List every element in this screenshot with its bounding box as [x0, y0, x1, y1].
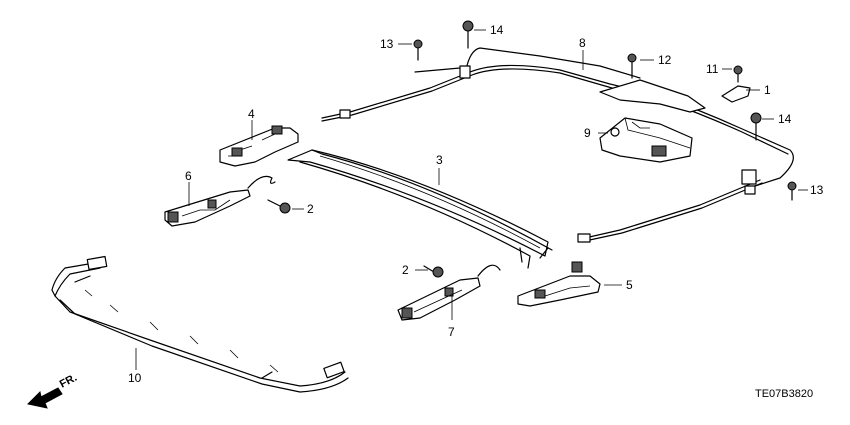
callout-6: 6 — [185, 169, 192, 183]
part-2-bolt-right — [423, 265, 444, 278]
part-14-screw-right — [750, 112, 762, 141]
front-direction-arrow: FR. — [26, 372, 79, 409]
part-11-screw — [733, 65, 743, 83]
front-label: FR. — [58, 372, 79, 391]
callout-11: 11 — [706, 62, 719, 76]
callout-13: 13 — [810, 183, 824, 197]
part-5-bracket — [517, 261, 601, 307]
part-13-screw-right — [787, 181, 797, 201]
part-3-rail — [287, 149, 553, 269]
leader-lines — [135, 29, 808, 370]
part-12-screw — [627, 53, 637, 79]
callout-12: 12 — [658, 53, 672, 67]
callout-14: 14 — [778, 112, 792, 126]
part-2-bolt-left — [267, 199, 291, 214]
callout-14: 14 — [490, 23, 504, 37]
callout-10: 10 — [128, 371, 142, 385]
part-4-bracket — [219, 125, 299, 167]
callout-1: 1 — [764, 83, 771, 97]
callout-13: 13 — [380, 37, 394, 51]
diagram-code: TE07B3820 — [755, 388, 813, 400]
arrow-icon — [26, 387, 63, 409]
callout-3: 3 — [436, 153, 443, 167]
part-6-guide — [164, 175, 276, 227]
callout-2: 2 — [307, 202, 314, 216]
callout-9: 9 — [584, 126, 591, 140]
callout-labels: 1 2 2 3 4 5 6 7 8 9 10 11 12 13 13 14 14 — [128, 23, 824, 385]
callout-8: 8 — [579, 36, 586, 50]
callout-7: 7 — [448, 325, 455, 339]
part-1-clip — [721, 85, 751, 103]
callout-2: 2 — [402, 263, 409, 277]
part-8-cables — [321, 47, 794, 243]
callout-5: 5 — [626, 278, 633, 292]
part-10-frame — [51, 255, 349, 393]
part-14-screw-upper — [462, 20, 474, 49]
callout-4: 4 — [248, 107, 255, 121]
part-9-motor — [599, 117, 693, 163]
part-7-guide — [397, 264, 501, 321]
part-13-screw-upper — [413, 39, 423, 61]
